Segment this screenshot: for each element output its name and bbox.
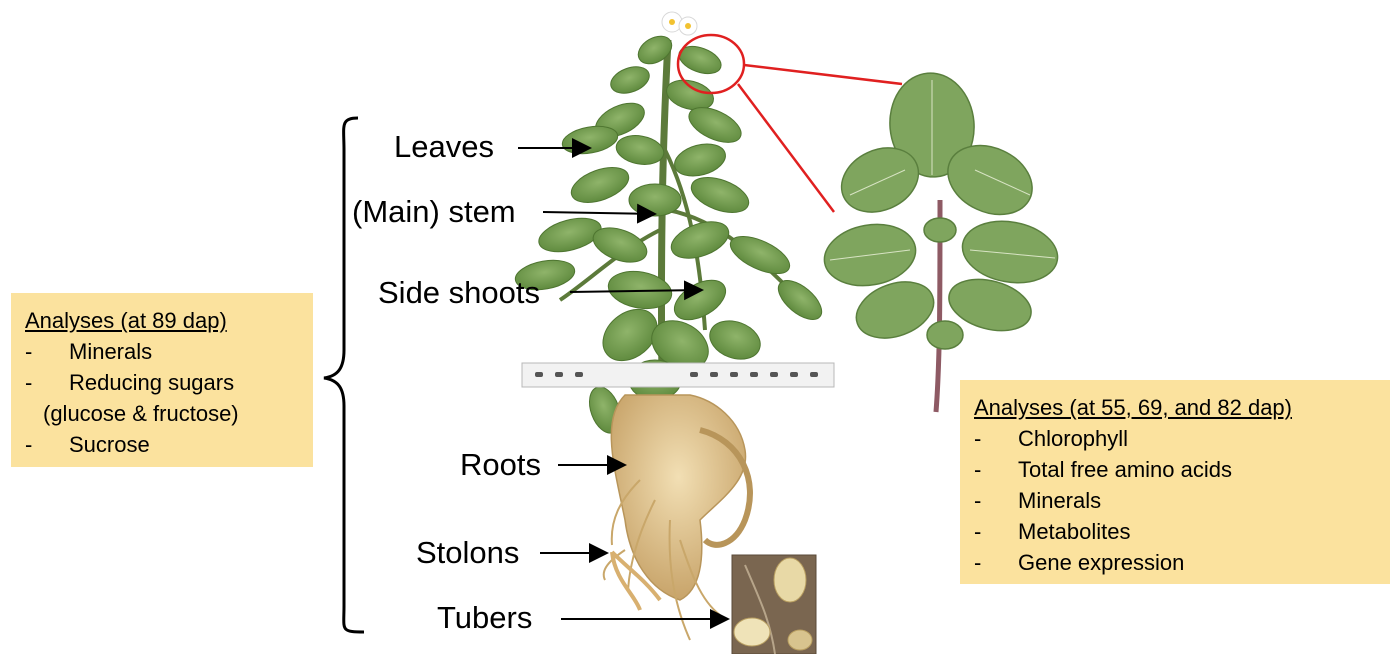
label-side-shoots: Side shoots xyxy=(378,275,540,311)
tuber-inset xyxy=(732,555,816,654)
analysis-box-title: Analyses (at 89 dap) xyxy=(25,305,313,336)
analysis-item: -Minerals xyxy=(25,336,313,367)
analysis-item: -Gene expression xyxy=(974,547,1390,578)
analysis-item-continuation: (glucose & fructose) xyxy=(25,398,313,429)
root-system xyxy=(604,395,750,640)
analysis-box-leaf: Analyses (at 55, 69, and 82 dap) -Chloro… xyxy=(960,380,1390,584)
label-leaves: Leaves xyxy=(394,129,494,165)
support-bar xyxy=(522,363,834,387)
label-tubers: Tubers xyxy=(437,600,532,636)
analysis-item: -Total free amino acids xyxy=(974,454,1390,485)
analysis-item: -Minerals xyxy=(974,485,1390,516)
analysis-box-whole-plant: Analyses (at 89 dap) -Minerals -Reducing… xyxy=(11,293,313,467)
label-stolons: Stolons xyxy=(416,535,519,571)
analysis-box-title: Analyses (at 55, 69, and 82 dap) xyxy=(974,392,1390,423)
analysis-item: -Chlorophyll xyxy=(974,423,1390,454)
label-main-stem: (Main) stem xyxy=(352,194,516,230)
flower-icon xyxy=(662,12,697,35)
analysis-item: -Metabolites xyxy=(974,516,1390,547)
detached-leaf xyxy=(819,70,1062,412)
analysis-item: -Sucrose xyxy=(25,429,313,460)
analysis-item: -Reducing sugars xyxy=(25,367,313,398)
label-roots: Roots xyxy=(460,447,541,483)
